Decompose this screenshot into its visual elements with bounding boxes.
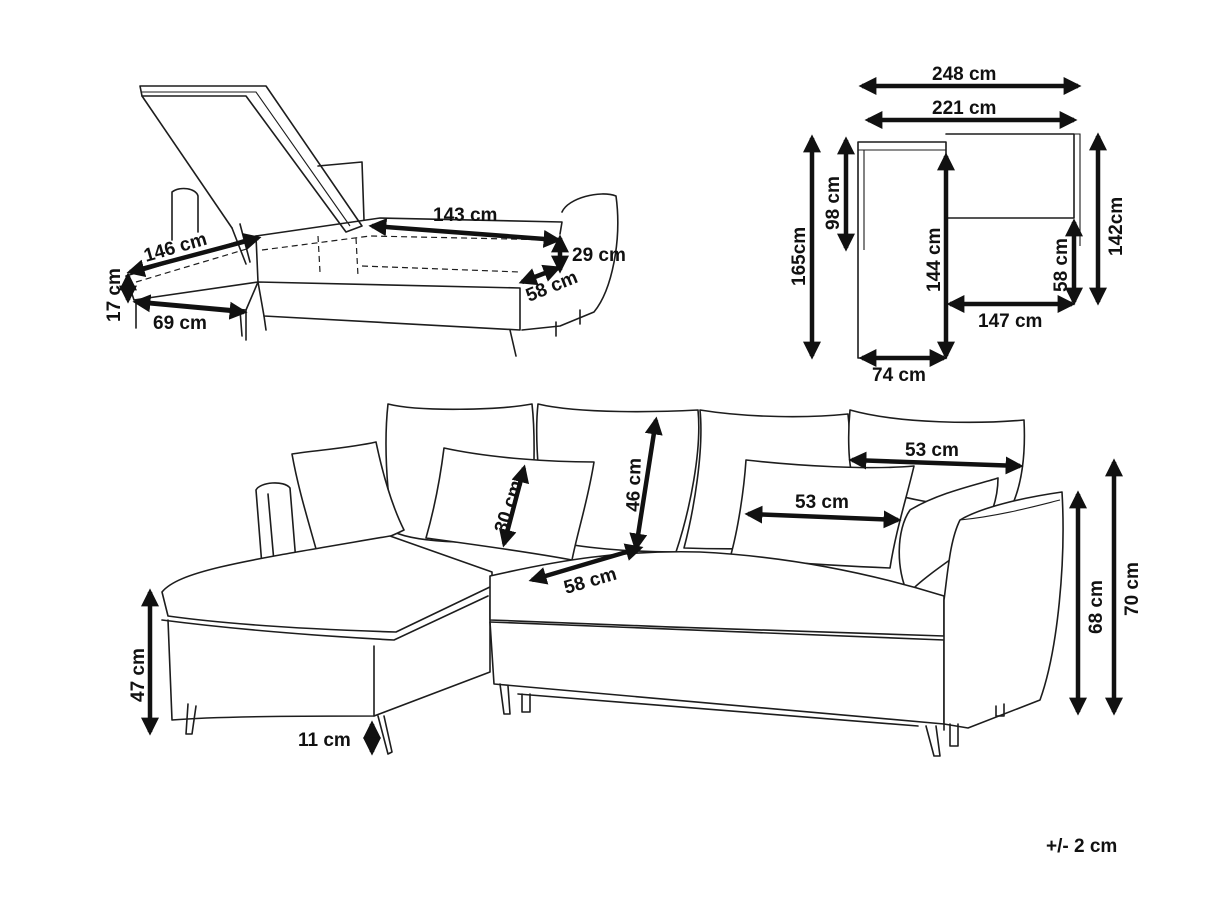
bed-length-label: 143 cm: [433, 205, 497, 226]
cushion-width-2-label: 53 cm: [905, 440, 959, 461]
storage-bed-view: 143 cm 146 cm 17 cm 69 cm 29 cm 58 cm: [104, 85, 626, 357]
inner-width-label: 221 cm: [932, 98, 996, 119]
cushion-back-label: 46 cm: [623, 458, 646, 513]
cushion-width-1-label: 53 cm: [795, 492, 849, 513]
bed-depth-label: 58 cm: [523, 267, 581, 307]
total-height-label: 70 cm: [1122, 562, 1143, 616]
storage-width-label: 69 cm: [153, 313, 207, 334]
chaise-length-label: 165cm: [789, 227, 810, 286]
arm-height-label: 68 cm: [1086, 580, 1107, 634]
plan-view: 248 cm 221 cm 98 cm 165cm 144 cm 142cm 5…: [789, 64, 1127, 386]
chaise-width-label: 74 cm: [872, 365, 926, 386]
total-width-label: 248 cm: [932, 64, 996, 85]
seat-height-label: 47 cm: [128, 648, 149, 702]
main-width-label: 147 cm: [978, 311, 1042, 332]
front-view: 30 cm 46 cm 58 cm 53 cm 53 cm 68 cm 70 c…: [128, 403, 1143, 757]
storage-depth-label: 17 cm: [104, 268, 125, 322]
bed-height-label: 29 cm: [572, 245, 626, 266]
seat-depth-right-label: 58 cm: [1051, 238, 1072, 292]
leg-height-label: 11 cm: [298, 730, 351, 751]
seat-depth-left-label: 98 cm: [823, 176, 844, 230]
chaise-inner-label: 144 cm: [924, 228, 945, 292]
depth-right-label: 142cm: [1106, 197, 1127, 256]
tolerance-note: +/- 2 cm: [1046, 836, 1118, 857]
